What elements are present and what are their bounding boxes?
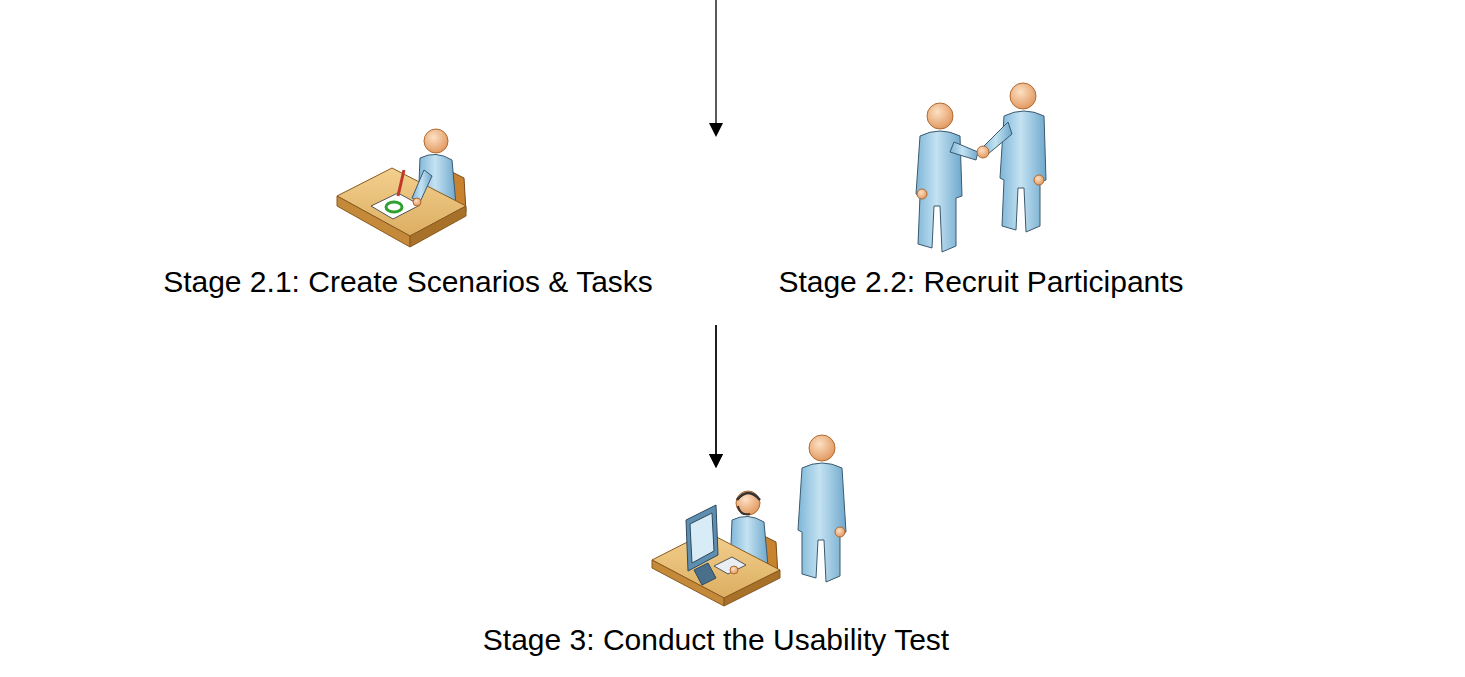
writing-person-icon: [337, 129, 466, 247]
flow-arrow: [709, 325, 723, 468]
stage-label: Stage 3: Conduct the Usability Test: [481, 622, 951, 658]
stage-node: Stage 2.2: Recruit Participants: [716, 70, 1246, 325]
stage-label: Stage 2.2: Recruit Participants: [776, 264, 1185, 300]
connector-line: [715, 325, 716, 455]
handshake-icon: [916, 83, 1046, 252]
usability-test-icon: [652, 435, 846, 606]
stage-node: Stage 3: Conduct the Usability Test: [420, 468, 1012, 663]
arrowhead: [709, 454, 723, 468]
stage-node: Stage 2.1: Create Scenarios & Tasks: [100, 90, 716, 325]
incoming-arrow: [709, 0, 723, 137]
connector-line: [715, 325, 716, 455]
stage-label: Stage 2.1: Create Scenarios & Tasks: [161, 264, 655, 300]
flow-arrow: [709, 325, 723, 468]
arrowhead: [709, 454, 723, 468]
